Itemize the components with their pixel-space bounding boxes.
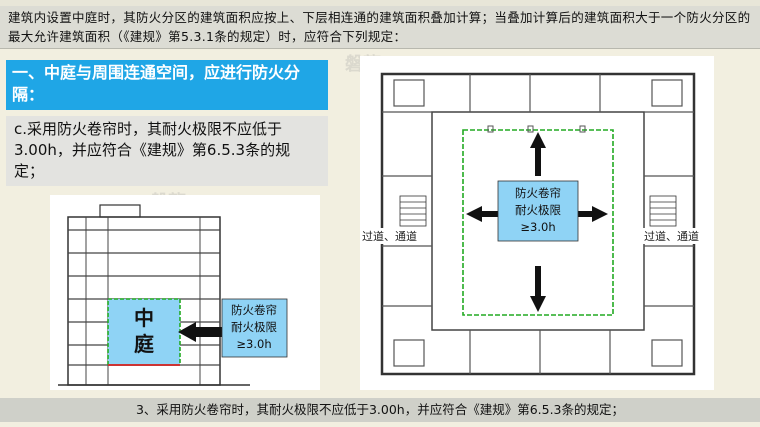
arrow-right-icon [578, 206, 608, 222]
atrium-label-1: 中 [134, 306, 154, 330]
outer-wall [380, 72, 696, 376]
atrium-label-2: 庭 [134, 332, 154, 356]
arrow-left-icon [466, 206, 498, 222]
footer-text: 3、采用防火卷帘时，其耐火极限不应低于3.00h，并应符合《建规》第6.5.3条… [0, 398, 760, 422]
corridor-label-bg [642, 228, 708, 244]
inner-wall [431, 111, 645, 331]
stairs [399, 195, 677, 227]
callout-line-1: 防火卷帘 [231, 303, 277, 317]
callout-line-2: 耐火极限 [231, 320, 277, 334]
floor-plan-drawing: 防火卷帘 耐火极限 ≥3.0h 过道、通道 过道、通道 [360, 72, 708, 376]
section-drawing: 中 庭 防火卷帘 耐火极限 ≥3.0h [58, 204, 288, 386]
section-title: 一、中庭与周围连通空间，应进行防火分隔： [6, 60, 328, 110]
arrow-up-icon [530, 132, 546, 176]
roof-parapet [99, 204, 141, 218]
header-text: 建筑内设置中庭时，其防火分区的建筑面积应按上、下层相连通的建筑面积叠加计算；当叠… [0, 6, 760, 49]
column-marks [487, 125, 586, 133]
callout-line-2: 耐火极限 [515, 203, 561, 217]
corridor-label-left: 过道、通道 [362, 229, 417, 243]
arrows [466, 132, 608, 312]
corridor-label-right: 过道、通道 [644, 229, 699, 243]
callout-line-3: ≥3.0h [520, 220, 555, 234]
callout-box [221, 298, 288, 358]
top-strip [0, 0, 760, 6]
arrow-left-icon [178, 322, 222, 342]
atrium-zone [107, 298, 181, 366]
corridor-label-bg [360, 228, 426, 244]
arrow-down-icon [530, 266, 546, 312]
section-diagram: 中 庭 防火卷帘 耐火极限 ≥3.0h [50, 195, 320, 390]
callout-line-3: ≥3.0h [236, 337, 271, 351]
rule-text: c.采用防火卷帘时，其耐火极限不应低于3.00h，并应符合《建规》第6.5.3条… [6, 116, 328, 186]
callout-box [497, 180, 579, 242]
floor-plan-diagram: 防火卷帘 耐火极限 ≥3.0h 过道、通道 过道、通道 [360, 56, 714, 390]
room-divisions [382, 74, 694, 374]
callout-line-1: 防火卷帘 [515, 186, 561, 200]
atrium-boundary [462, 129, 614, 316]
